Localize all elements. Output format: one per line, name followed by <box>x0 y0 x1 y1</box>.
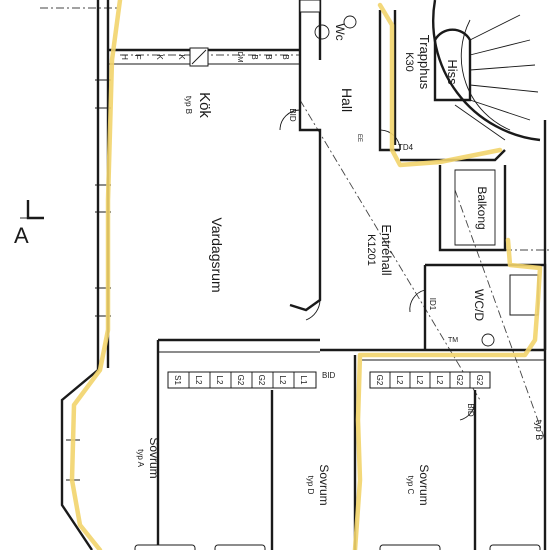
room-name-bedroom-a: Sovrum <box>147 437 161 478</box>
kitchen-unit-label: H <box>120 54 129 60</box>
wardrobe-label: L2 <box>278 376 287 385</box>
tag-bid-hall: BID <box>322 371 336 380</box>
tag-td4: TD4 <box>398 143 414 152</box>
wardrobes-left: S1 L2 L2 G2 G2 L2 L1 <box>167 371 317 389</box>
kitchen-unit-label: K <box>155 54 164 60</box>
room-name-wc-small: Wc <box>333 23 347 40</box>
room-type-kitchen: typ B <box>184 96 193 114</box>
tag-ee: EE <box>356 134 362 142</box>
kitchen-unit-label: F <box>133 55 142 60</box>
tag-bid-bedroom: BID <box>466 403 475 417</box>
furniture <box>134 544 541 550</box>
room-name-wc-laundry: WC/D <box>472 289 486 321</box>
kitchen-unit-label: DM <box>236 52 243 63</box>
wardrobe-label: G2 <box>455 375 464 386</box>
wardrobe-label: G2 <box>475 375 484 386</box>
kitchen-unit-label: K <box>177 54 186 60</box>
section-marker: A <box>14 200 44 248</box>
room-name-elevator: Hiss <box>445 59 460 85</box>
tag-tm: TM <box>448 337 458 344</box>
tag-bid-kitchen: BID <box>288 108 297 122</box>
room-name-entrance-hall: Entréhall <box>379 224 394 275</box>
wardrobes-right: G2 L2 L2 L2 G2 G2 <box>369 371 491 389</box>
tags: BID BID BID TD4 ID1 TM EE <box>288 108 475 417</box>
fixtures <box>189 0 539 347</box>
highlight-outline <box>69 0 543 550</box>
tag-id1: ID1 <box>428 298 437 311</box>
kitchen-units: H F K K DM B B B <box>120 52 290 63</box>
room-type-bedroom-a: typ A <box>136 449 145 467</box>
section-marker-letter: A <box>14 223 29 248</box>
room-name-balcony: Balkong <box>475 186 489 229</box>
wardrobe-label: L2 <box>194 376 203 385</box>
wardrobe-label: L2 <box>395 376 404 385</box>
door-swings <box>279 109 476 421</box>
room-type-right-edge: typ B <box>534 420 544 441</box>
room-name-bedroom-c: Sovrum <box>417 464 431 505</box>
wardrobe-label: L1 <box>299 376 308 385</box>
walls <box>60 0 547 550</box>
room-type-bedroom-d: typ D <box>306 476 315 495</box>
room-labels: Kök typ B Vardagsrum Hall Wc Entréhall K… <box>136 23 544 505</box>
room-name-kitchen: Kök <box>196 92 213 118</box>
wardrobe-label: G2 <box>375 375 384 386</box>
room-code-stairwell: K30 <box>403 52 415 72</box>
wardrobe-label: G2 <box>257 375 266 386</box>
kitchen-unit-label: B <box>264 54 273 59</box>
wardrobe-label: S1 <box>173 375 182 385</box>
room-code-entrance-hall: K1201 <box>365 234 377 266</box>
room-type-bedroom-c: typ C <box>406 476 415 495</box>
wardrobe-label: G2 <box>236 375 245 386</box>
room-name-living: Vardagsrum <box>209 217 225 292</box>
wardrobe-label: L2 <box>435 376 444 385</box>
kitchen-unit-label: B <box>250 54 259 59</box>
room-name-stairwell: Trapphus <box>417 35 432 90</box>
kitchen-unit-label: B <box>281 54 290 59</box>
wardrobe-label: L2 <box>415 376 424 385</box>
wardrobe-label: L2 <box>215 376 224 385</box>
room-name-hall: Hall <box>339 88 355 112</box>
room-name-bedroom-d: Sovrum <box>317 464 331 505</box>
